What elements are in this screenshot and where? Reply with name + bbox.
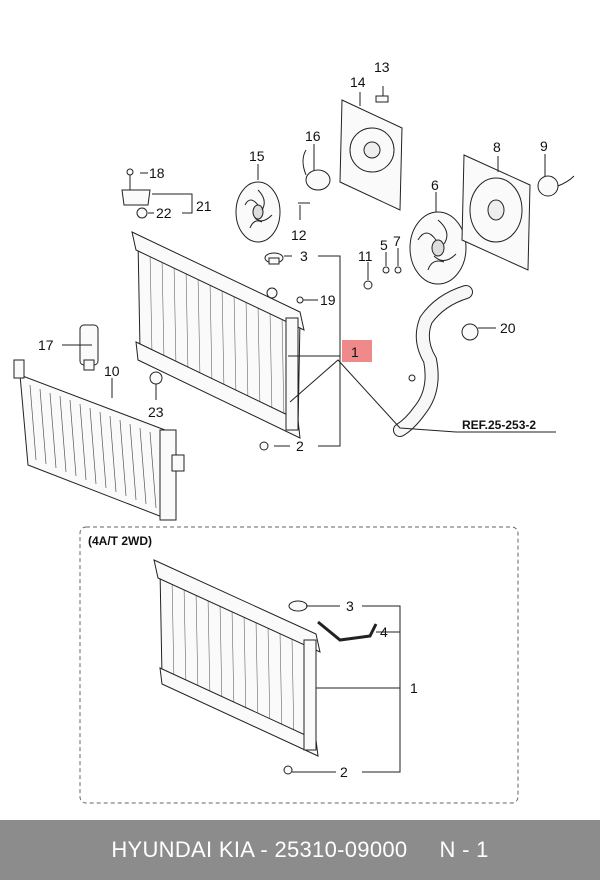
callout-5: 5 [380,237,388,253]
leader-lines [62,86,546,773]
inset-callout-3: 3 [346,598,354,614]
parts-diagram: 1 2 3 5 6 7 8 9 10 11 12 13 14 15 16 17 … [13,59,575,804]
callout-12: 12 [291,227,307,243]
bracket-18-22 [121,168,151,219]
callout-1: 1 [351,344,359,360]
radiator-upper [131,231,305,439]
inset-callout-4: 4 [380,624,388,640]
callout-8: 8 [493,139,501,155]
fan-motor-16 [298,149,331,204]
hose-20 [393,285,479,437]
callout-13: 13 [374,59,390,75]
bolt-19 [296,296,306,304]
callout-2: 2 [296,438,304,454]
inset-callout-1: 1 [410,680,418,696]
callout-14: 14 [350,74,366,90]
radiator-lower [153,559,378,775]
inset-callout-2: 2 [340,764,348,780]
callout-6: 6 [431,177,439,193]
nut-11 [363,280,373,290]
footer-part-number: HYUNDAI KIA - 25310-09000 N - 1 [111,837,489,862]
callout-20: 20 [500,320,516,336]
fan-shroud-8 [461,154,531,271]
callout-1-highlight [342,340,372,362]
callout-22: 22 [156,205,172,221]
callout-9: 9 [540,138,548,154]
nut-5 [382,266,390,274]
drain-plug [259,441,269,451]
fan-6 [409,211,467,285]
callout-23: 23 [148,404,164,420]
variant-label: (4A/T 2WD) [88,534,152,548]
callout-16: 16 [305,128,321,144]
callout-3: 3 [300,248,308,264]
callout-19: 19 [320,292,336,308]
mount-23 [149,371,163,385]
reference-label: REF.25-253-2 [462,418,536,432]
radiator-cap [264,252,284,265]
callout-21: 21 [196,198,212,214]
fan-motor-9 [537,175,575,197]
receiver-drier [79,324,99,371]
callout-labels: 1 2 3 5 6 7 8 9 10 11 12 13 14 15 16 17 … [38,59,548,780]
footer-bar: HYUNDAI KIA - 25310-09000 N - 1 [0,820,600,880]
callout-7: 7 [393,233,401,249]
condenser [13,359,185,521]
fan-15 [235,181,281,243]
callout-17: 17 [38,337,54,353]
callout-11: 11 [358,248,373,264]
inset-box [79,526,519,804]
callout-15: 15 [249,148,265,164]
fan-shroud-14 [339,95,403,211]
nut-7 [394,266,402,274]
callout-18: 18 [149,165,165,181]
reference-label-group: REF.25-253-2 [456,418,556,433]
callout-10: 10 [104,363,120,379]
